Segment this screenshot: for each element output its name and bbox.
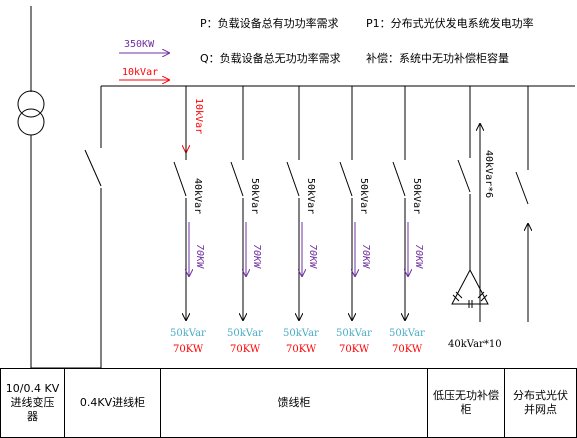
incoming-active-label: 350KW (124, 39, 155, 50)
legend-comp: 补偿：系统中无功补偿柜容量 (366, 51, 509, 65)
compensation-line-2: 柜 (460, 403, 472, 416)
capacitor-plate-right-a (477, 291, 485, 299)
feeder-1-bottom-active: 70KW (173, 344, 204, 355)
transformer-secondary-winding (17, 108, 45, 136)
pv-grid-point-cell: 分布式光伏 并网点 (504, 368, 577, 438)
pv-line-1: 分布式光伏 (513, 389, 568, 402)
feeder-3-bottom-active: 70KW (286, 344, 317, 355)
pv-line-2: 并网点 (524, 403, 557, 416)
capacitor-plate-left-a (455, 291, 463, 299)
feeder-1-reactive-label: 40kVar (192, 178, 203, 214)
transformer-line-2: 进线变压 (10, 396, 55, 409)
compensator-capacity-label: 40kVar*10 (448, 339, 502, 350)
feeder-3-bottom-reactive: 50kVar (283, 328, 319, 339)
capacitor-plate-right-b (480, 294, 488, 302)
feeder-2-breaker-blade (230, 161, 244, 197)
compensation-cabinet-cell: 低压无功补偿 柜 (427, 368, 505, 438)
feeder-5-breaker-blade (392, 161, 406, 197)
feeder-2-bottom-reactive: 50kVar (227, 328, 263, 339)
cabinet-label-table: 10/0.4 KV 进线变压 器 0.4KV进线柜 馈线柜 低压无功补偿 柜 分… (0, 368, 577, 438)
feeder-1-breaker-blade (173, 161, 187, 197)
compensator-flow-label: 40kVar*6 (483, 150, 494, 198)
feeder-1-bottom-reactive: 50kVar (170, 328, 206, 339)
transformer-line-1: 10/0.4 KV (5, 382, 60, 395)
feeder-2-bottom-active: 70KW (230, 344, 261, 355)
transformer-line-3: 器 (27, 410, 38, 423)
feeder-5-bottom-reactive: 50kVar (389, 328, 425, 339)
feeder-3-reactive-label: 50kVar (305, 178, 316, 214)
feeder-5-active-label: 70KW (413, 244, 424, 269)
feeder-4-bottom-reactive: 50kVar (336, 328, 372, 339)
feeder-4-bottom-active: 70KW (339, 344, 370, 355)
transformer-primary-winding (17, 90, 45, 118)
transformer-cell: 10/0.4 KV 进线变压 器 (0, 368, 65, 438)
compensator-breaker-blade (457, 159, 471, 193)
compensation-line-1: 低压无功补偿 (433, 389, 499, 402)
feeder-1-extra-reactive-label: 10kVar (193, 98, 204, 134)
feeder-circuits: 40kVar 70KW 50kVar 70KW 50kVar 70KW 50kVar 70KW… (170, 86, 425, 355)
legend-p: P：负载设备总有功功率需求 (200, 16, 339, 30)
feeder-5-bottom-active: 70KW (392, 344, 423, 355)
incoming-breaker-blade (84, 149, 102, 187)
feeder-3-active-label: 70KW (307, 244, 318, 269)
feeder-1-active-label: 70KW (194, 244, 205, 269)
feeder-3-breaker-blade (286, 161, 300, 197)
feeder-cabinet-cell: 馈线柜 (160, 368, 428, 438)
incoming-reactive-label: 10kVar (122, 67, 158, 78)
legend-q: Q：负载设备总无功功率需求 (200, 51, 341, 65)
feeder-5-reactive-label: 50kVar (411, 178, 422, 214)
feeder-4-breaker-blade (339, 161, 353, 197)
pv-breaker-blade (515, 171, 529, 205)
feeder-4-reactive-label: 50kVar (358, 178, 369, 214)
feeder-2-active-label: 70KW (251, 244, 262, 269)
capacitor-bank-delta (451, 268, 489, 305)
feeder-4-active-label: 70KW (360, 244, 371, 269)
feeder-2-reactive-label: 50kVar (249, 178, 260, 214)
incoming-cabinet-cell: 0.4KV进线柜 (64, 368, 161, 438)
legend-p1: P1：分布式光伏发电系统发电功率 (366, 16, 534, 30)
capacitor-plate-left-b (452, 294, 460, 302)
